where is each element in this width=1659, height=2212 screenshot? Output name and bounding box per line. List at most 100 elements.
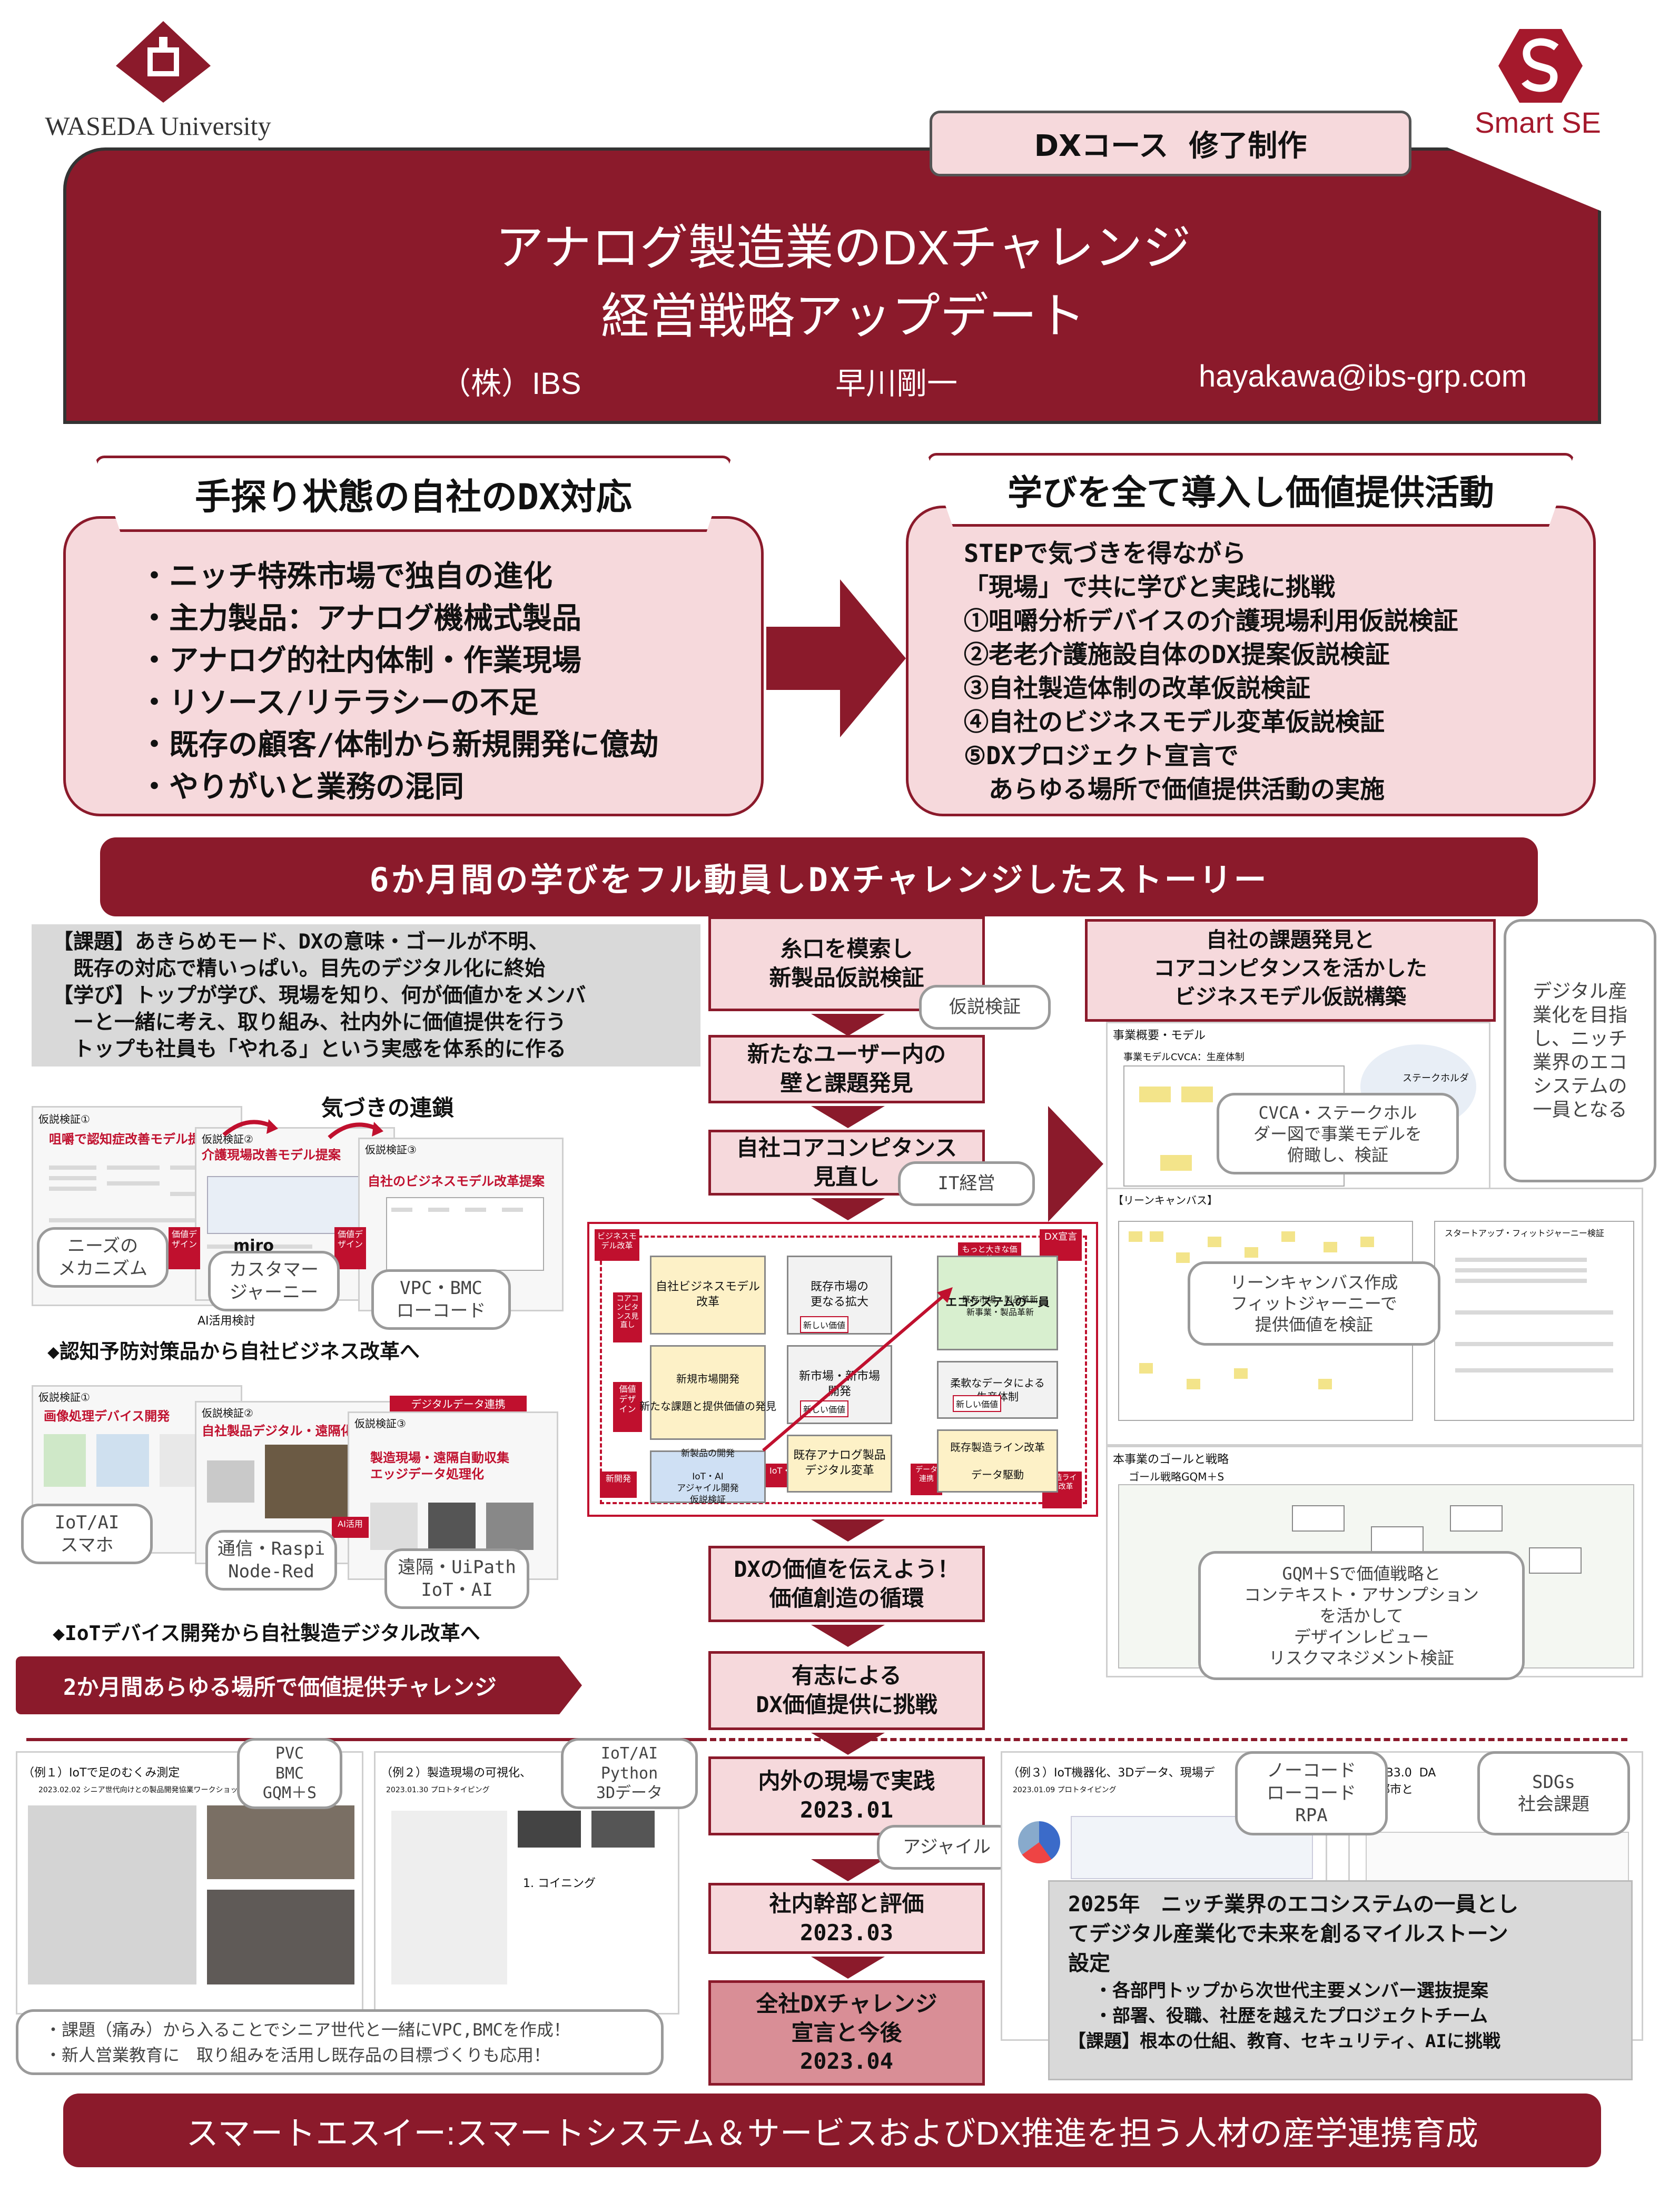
issue-line: 【課題】あきらめモード、DXの意味・ゴールが不明、	[53, 930, 549, 954]
stakeholder-label: ステークホルダ	[1403, 1073, 1469, 1084]
strategy-matrix: ビジネスモデル改革 DX宣言 コアコンピタンス見直し 価値デザイン 新開発 Io…	[587, 1222, 1098, 1517]
footer-text: スマートエスイー:スマートシステム＆サービスおよびDX推進を担う人材の産学連携育…	[186, 2116, 1478, 2152]
callout-gqm: GQM＋Sで価値戦略と コンテキスト・アサンプション を活かして デザインレビュ…	[1198, 1551, 1525, 1680]
matrix-diagonal-arrow-icon	[762, 1287, 953, 1452]
ai-tag: AI活用	[332, 1517, 369, 1538]
matrix-newval: 新しい価値	[953, 1395, 1002, 1412]
flow-step-6: 内外の現場で実践 2023.01	[708, 1756, 985, 1835]
slide-title: 本事業のゴールと戦略	[1113, 1453, 1229, 1466]
matrix-new-tag: 新開発	[600, 1472, 637, 1498]
course-tab-label: DXコース 修了制作	[1034, 129, 1307, 163]
right-item: STEPで気づきを得ながら	[964, 539, 1247, 568]
flow-arrow-icon	[811, 1733, 885, 1755]
slide-title: 介護現場改善モデル提案	[202, 1148, 341, 1162]
milestone-item: ・部署、役職、社歴を越えたプロジェクトチーム	[1094, 2006, 1488, 2027]
title-line-2: 経営戦略アップデート	[600, 290, 1085, 343]
issue-box: 【課題】あきらめモード、DXの意味・ゴールが不明、 既存の対応で精いっぱい。目先…	[32, 924, 700, 1066]
left-panel-heading-text: 手探り状態の自社のDX対応	[195, 477, 632, 518]
dashed-separator	[700, 1738, 1627, 1741]
example-notes: ・課題（痛み）から入ることでシニア世代と一緒にVPC,BMCを作成！ ・新人営業…	[16, 2009, 664, 2075]
smartse-logo-text: Smart SE	[1475, 106, 1601, 139]
left-panel: ・ニッチ特殊市場で独自の進化 ・主力製品：アナログ機械式製品 ・アナログ的社内体…	[63, 516, 764, 816]
author-name: 早川剛一	[835, 367, 958, 401]
flow-arrow-icon	[811, 1519, 885, 1542]
hypothesis-3-slide: 仮説検証③ 自社のビジネスモデル改革提案	[358, 1138, 564, 1311]
milestone-item: ・各部門トップから次世代主要メンバー選抜提案	[1094, 1980, 1488, 2001]
milestone-item: 【課題】根本の仕組、教育、セキュリティ、AIに挑戦	[1068, 2031, 1500, 2052]
flow-arrow-icon	[811, 1106, 885, 1128]
author-email: hayakawa@ibs-grp.com	[1199, 359, 1527, 393]
slide-title: （例２）製造現場の可視化、	[381, 1766, 532, 1780]
flow-step-2: 新たなユーザー内の 壁と課題発見	[708, 1035, 985, 1103]
issue-line: 既存の対応で精いっぱい。目先のデジタル化に終始	[53, 957, 546, 981]
matrix-newval: 新しい価値	[800, 1316, 849, 1333]
right-item: ③自社製造体制の改革仮説検証	[964, 674, 1310, 703]
challenge-banner-text: 2か月間あらゆる場所で価値提供チャレンジ	[63, 1674, 497, 1700]
slide-subtitle: 2023.01.30 プロトタイピング	[386, 1786, 490, 1794]
slide-subtitle: ゴール戦略GQM＋S	[1129, 1470, 1224, 1483]
matrix-cell: 既存製造ライン改革 データ駆動	[937, 1429, 1058, 1493]
title-banner: アナログ製造業のDXチャレンジ 経営戦略アップデート （株）IBS 早川剛一 h…	[63, 147, 1601, 424]
callout-vpc: VPC・BMC ローコード	[371, 1269, 511, 1330]
flow-step-1: 糸口を模索し 新製品仮説検証	[708, 916, 985, 1011]
callout-iot: IoT/AI スマホ	[21, 1504, 153, 1564]
smartse-logo: Smart SE	[1438, 26, 1638, 142]
challenge-banner: 2か月間あらゆる場所で価値提供チャレンジ	[16, 1656, 582, 1714]
left-item: ・主力製品：アナログ機械式製品	[140, 601, 581, 636]
flow-arrow-icon	[811, 1625, 885, 1647]
vision-callout: デジタル産 業化を目指 し、ニッチ 業界のエコ システムの 一員となる	[1504, 919, 1656, 1182]
flow-arrow-icon	[811, 1198, 885, 1220]
waseda-logo-text: WASEDA University	[45, 111, 271, 141]
slide-title: 画像処理デバイス開発	[44, 1409, 170, 1424]
flow-arrow-icon	[811, 1859, 885, 1881]
startup-journey-title: スタートアップ・フィットジャーニー検証	[1445, 1228, 1604, 1238]
callout-lean: リーンキャンバス作成 フィットジャーニーで 提供価値を検証	[1188, 1261, 1440, 1346]
digital-data-tag: デジタルデータ連携	[390, 1396, 527, 1414]
value-design-tag: 価値デザイン	[334, 1227, 366, 1269]
slide-title: 咀嚼で認知症改善モデル提案	[49, 1132, 213, 1147]
dashed-separator	[26, 1738, 700, 1741]
flow-right-arrow-icon	[1048, 1106, 1103, 1222]
course-tab: DXコース 修了制作	[930, 111, 1411, 176]
callout-example-2: IoT/AI Python 3Dデータ	[561, 1738, 698, 1809]
callout-agile: アジャイル	[877, 1825, 1016, 1870]
slide-title: 自社のビジネスモデル改革提案	[368, 1174, 545, 1189]
right-panel-list: STEPで気づきを得ながら 「現場」で共に学びと実践に挑戦 ①咀嚼分析デバイスの…	[964, 537, 1458, 807]
chain-arrow-icon	[222, 1119, 278, 1137]
note-line: ・課題（痛み）から入ることでシニア世代と一緒にVPC,BMCを作成！	[45, 2020, 570, 2040]
right-item: ⑤DXプロジェクト宣言で	[964, 742, 1239, 771]
issue-line: ーと一緒に考え、取り組み、社内外に価値提供を行う	[53, 1011, 567, 1034]
left-item: ・リソース/リテラシーの不足	[140, 686, 539, 720]
callout-remote: 遠隔・UiPath IoT・AI	[384, 1548, 529, 1609]
slide-label: 仮説検証①	[38, 1113, 90, 1125]
callout-it: IT経営	[898, 1161, 1035, 1206]
slide-label: 仮説検証③	[365, 1143, 417, 1156]
footer-banner: スマートエスイー:スマートシステム＆サービスおよびDX推進を担う人材の産学連携育…	[63, 2094, 1601, 2167]
waseda-logo: WASEDA University	[32, 16, 284, 147]
callout-needs: ニーズの メカニズム	[37, 1227, 169, 1288]
matrix-corner-right: DX宣言	[1040, 1229, 1082, 1261]
left-item: ・ニッチ特殊市場で独自の進化	[140, 559, 552, 594]
right-panel: STEPで気づきを得ながら 「現場」で共に学びと実践に挑戦 ①咀嚼分析デバイスの…	[906, 506, 1596, 816]
chain-arrow-icon	[328, 1122, 383, 1140]
matrix-cell: エコシステムの一員	[937, 1256, 1058, 1350]
callout-example-1: PVC BMC GQM＋S	[237, 1738, 342, 1809]
callout-cvca: CVCA・ステークホル ダー図で事業モデルを 俯瞰し、検証	[1217, 1093, 1459, 1174]
right-arrow-icon	[766, 579, 906, 737]
story-banner-text: 6か月間の学びをフル動員しDXチャレンジしたストーリー	[369, 861, 1269, 899]
left-item: ・やりがいと業務の混同	[140, 770, 464, 804]
left-item: ・既存の顧客/体制から新規開発に億劫	[140, 728, 659, 762]
slide-item: 1. コイニング	[523, 1877, 596, 1890]
left-panel-list: ・ニッチ特殊市場で独自の進化 ・主力製品：アナログ機械式製品 ・アナログ的社内体…	[140, 556, 659, 808]
slide-subtitle: 2023.02.02 シニア世代向けとの製品開発協業ワークショップ	[38, 1786, 245, 1794]
waseda-emblem-icon	[116, 21, 211, 103]
slide-title: （例１）IoTで足のむくみ測定	[23, 1766, 180, 1780]
milestone-box: 2025年 ニッチ業界のエコシステムの一員とし てデジタル産業化で未来を創るマイ…	[1048, 1880, 1633, 2080]
issue-line: トップも社員も「やれる」という実感を体系的に作る	[53, 1038, 567, 1061]
slide-label: 仮説検証②	[202, 1407, 253, 1419]
slide-subtitle: 2023.01.09 プロトタイピング	[1013, 1786, 1117, 1794]
milestone-title: 2025年 ニッチ業界のエコシステムの一員とし てデジタル産業化で未来を創るマイ…	[1068, 1892, 1519, 1976]
right-item: あらゆる場所で価値提供活動の実施	[964, 775, 1385, 804]
matrix-cell: 自社ビジネスモデル 改革	[650, 1256, 766, 1335]
slide-title: 【リーンキャンバス】	[1113, 1194, 1218, 1207]
